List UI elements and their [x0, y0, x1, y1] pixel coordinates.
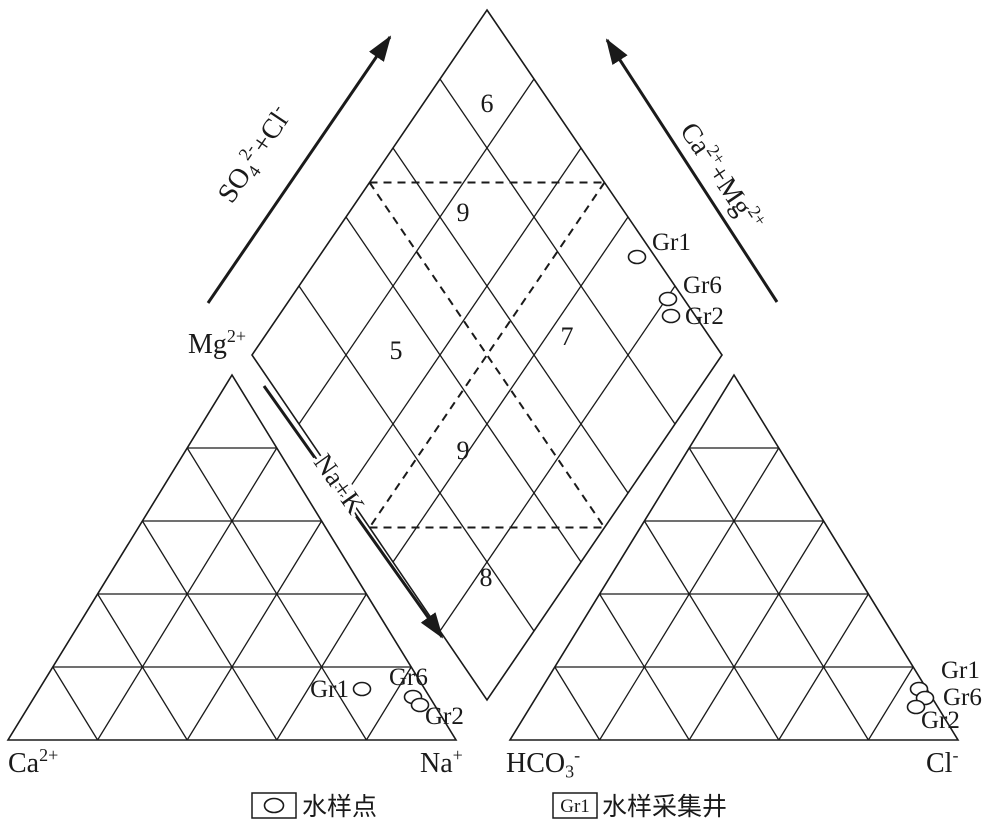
sample-label-gr2-anion: Gr2 — [921, 707, 960, 734]
grid-line — [141, 520, 278, 741]
so4-cl-axis-arrow — [206, 35, 392, 304]
grid-line — [439, 285, 676, 632]
zone-label-7: 7 — [561, 322, 574, 351]
legend-sample-well-box — [552, 792, 598, 819]
legend-sample-circle-icon — [263, 797, 285, 814]
grid-line — [298, 78, 535, 425]
zone-label-6: 6 — [481, 89, 494, 118]
zone-label-9: 9 — [457, 436, 470, 465]
sample-point-gr2-diamond — [661, 308, 681, 324]
grid-line — [345, 216, 582, 563]
zone-label-8: 8 — [480, 563, 493, 592]
sample-point-gr2-anion — [906, 699, 926, 715]
na-k-axis-arrow — [262, 385, 444, 639]
axis-label-na: Na+ — [420, 745, 463, 779]
legend: 水样点 Gr1 水样采集井 — [251, 792, 727, 821]
diamond-outline — [251, 8, 723, 702]
grid-line — [186, 520, 323, 741]
ca-mg-axis-arrow — [605, 38, 779, 303]
sample-label-gr2-cation: Gr2 — [425, 703, 464, 730]
sample-label-gr2-diamond: Gr2 — [685, 303, 724, 330]
sample-label-gr6-anion: Gr6 — [943, 684, 982, 711]
axis-label-ca: Ca2+ — [8, 745, 58, 779]
sample-label-gr1-anion: Gr1 — [941, 657, 980, 684]
axis-label-mg: Mg2+ — [188, 326, 246, 360]
cation-triangle-outline — [6, 373, 458, 741]
sample-point-gr1-diamond — [627, 249, 647, 265]
grid-line — [439, 78, 676, 425]
grid-line — [643, 520, 780, 741]
axis-label-hco3: HCO3- — [506, 745, 580, 782]
legend-sample-point-box — [251, 792, 297, 819]
anion-triangle-outline — [508, 373, 960, 741]
zone-label-9: 9 — [457, 198, 470, 227]
diamond-panel: 6 9 5 7 9 8 — [251, 8, 723, 702]
zone-label-5: 5 — [390, 336, 403, 365]
grid-line — [392, 216, 629, 563]
grid-line — [554, 666, 601, 741]
grid-line — [365, 666, 412, 741]
grid-line — [345, 147, 582, 494]
sample-point-gr6-diamond — [658, 291, 678, 307]
sample-label-gr6-cation: Gr6 — [389, 664, 428, 691]
grid-line — [392, 147, 629, 494]
sample-label-gr1-diamond: Gr1 — [652, 229, 691, 256]
legend-sample-well-symbol-text: Gr1 — [560, 796, 590, 817]
grid-line — [298, 285, 535, 632]
legend-sample-well-label: 水样采集井 — [602, 793, 727, 821]
sample-point-gr2-cation — [410, 697, 430, 713]
sample-point-gr1-cation — [352, 681, 372, 697]
sample-label-gr6-diamond: Gr6 — [683, 272, 722, 299]
grid-line — [688, 520, 825, 741]
legend-sample-point-label: 水样点 — [302, 793, 377, 821]
grid-line — [867, 666, 914, 741]
grid-line — [52, 666, 99, 741]
sample-label-gr1-cation: Gr1 — [310, 676, 349, 703]
axis-label-cl: Cl- — [926, 745, 958, 779]
